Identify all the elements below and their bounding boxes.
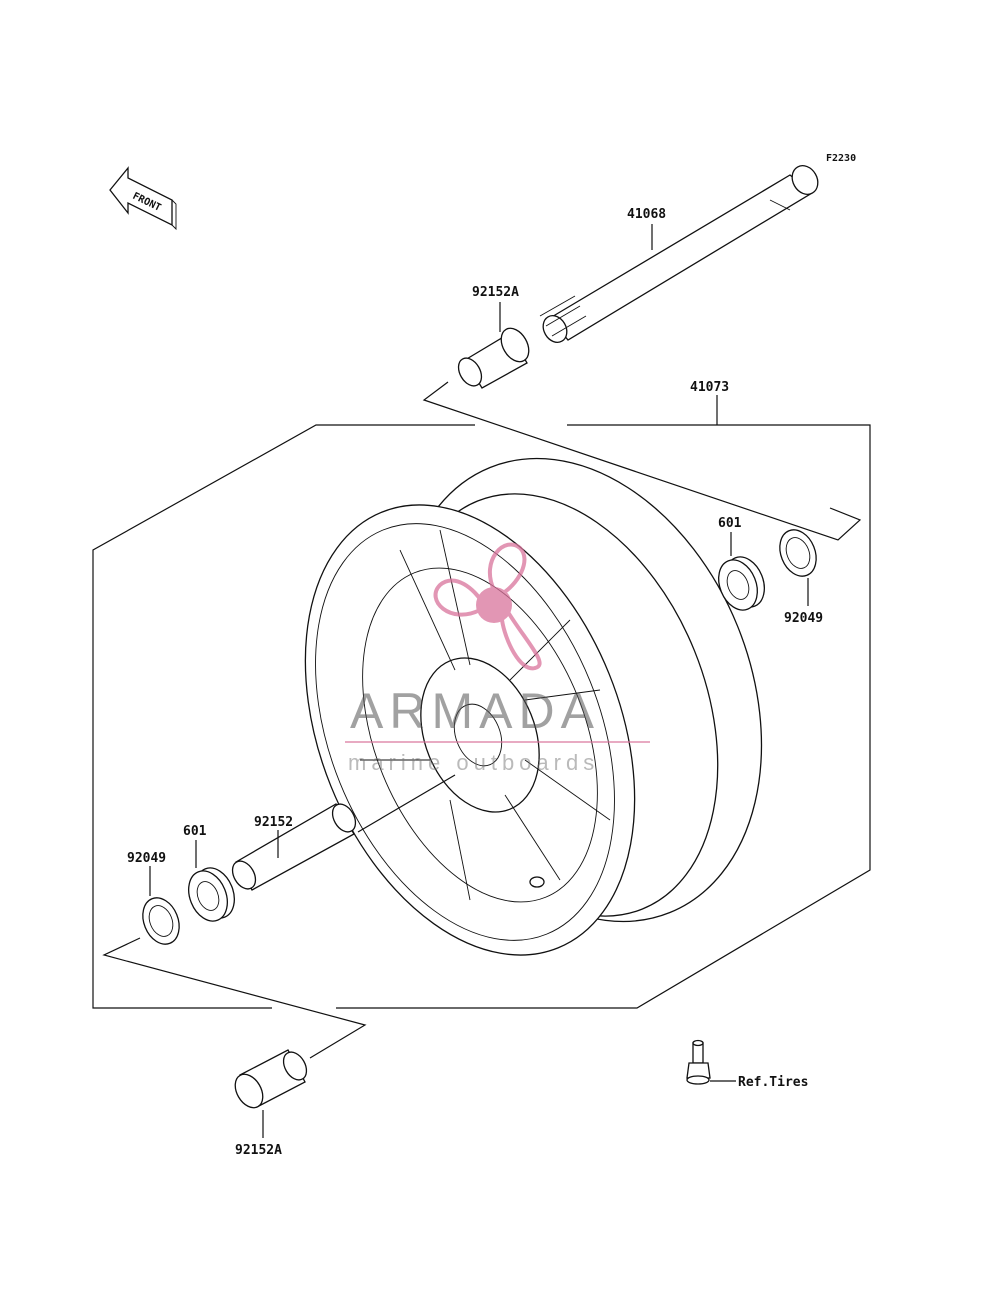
valve-part — [686, 1039, 711, 1085]
seal-right-part-number: 92049 — [784, 611, 823, 626]
wheel-assy-bracket-right — [336, 424, 871, 1009]
bearing-right-part-number: 601 — [718, 516, 742, 531]
seal-left-part — [142, 897, 180, 945]
sleeve-part-number: 92152 — [254, 815, 293, 830]
watermark-tagline: marine outboards — [348, 750, 599, 775]
wheel-assy-bracket — [92, 424, 475, 1009]
collar-bottom-part — [234, 1049, 308, 1109]
watermark: ARMADA marine outboards — [345, 542, 650, 775]
valve-ref-label: Ref.Tires — [738, 1075, 808, 1090]
seal-right-part — [779, 529, 817, 577]
lower-path-line — [102, 937, 367, 1059]
diagram-code: F2230 — [826, 153, 856, 164]
front-direction-arrow: FRONT — [109, 166, 177, 231]
axle-part — [539, 165, 819, 343]
bearing-right-part — [718, 556, 765, 611]
collar-bottom-part-number: 92152A — [235, 1143, 282, 1158]
collar-top-part — [457, 327, 530, 389]
sleeve-part — [231, 803, 357, 891]
wheel-assy-part-number: 41073 — [690, 380, 729, 395]
propeller-logo-icon — [433, 542, 542, 671]
axle-part-number: 41068 — [627, 207, 666, 222]
seal-left-part-number: 92049 — [127, 851, 166, 866]
axle-path-line — [422, 381, 862, 541]
bearing-left-part — [188, 867, 235, 922]
watermark-brand: ARMADA — [350, 683, 600, 739]
collar-top-part-number: 92152A — [472, 285, 519, 300]
bearing-left-part-number: 601 — [183, 824, 207, 839]
